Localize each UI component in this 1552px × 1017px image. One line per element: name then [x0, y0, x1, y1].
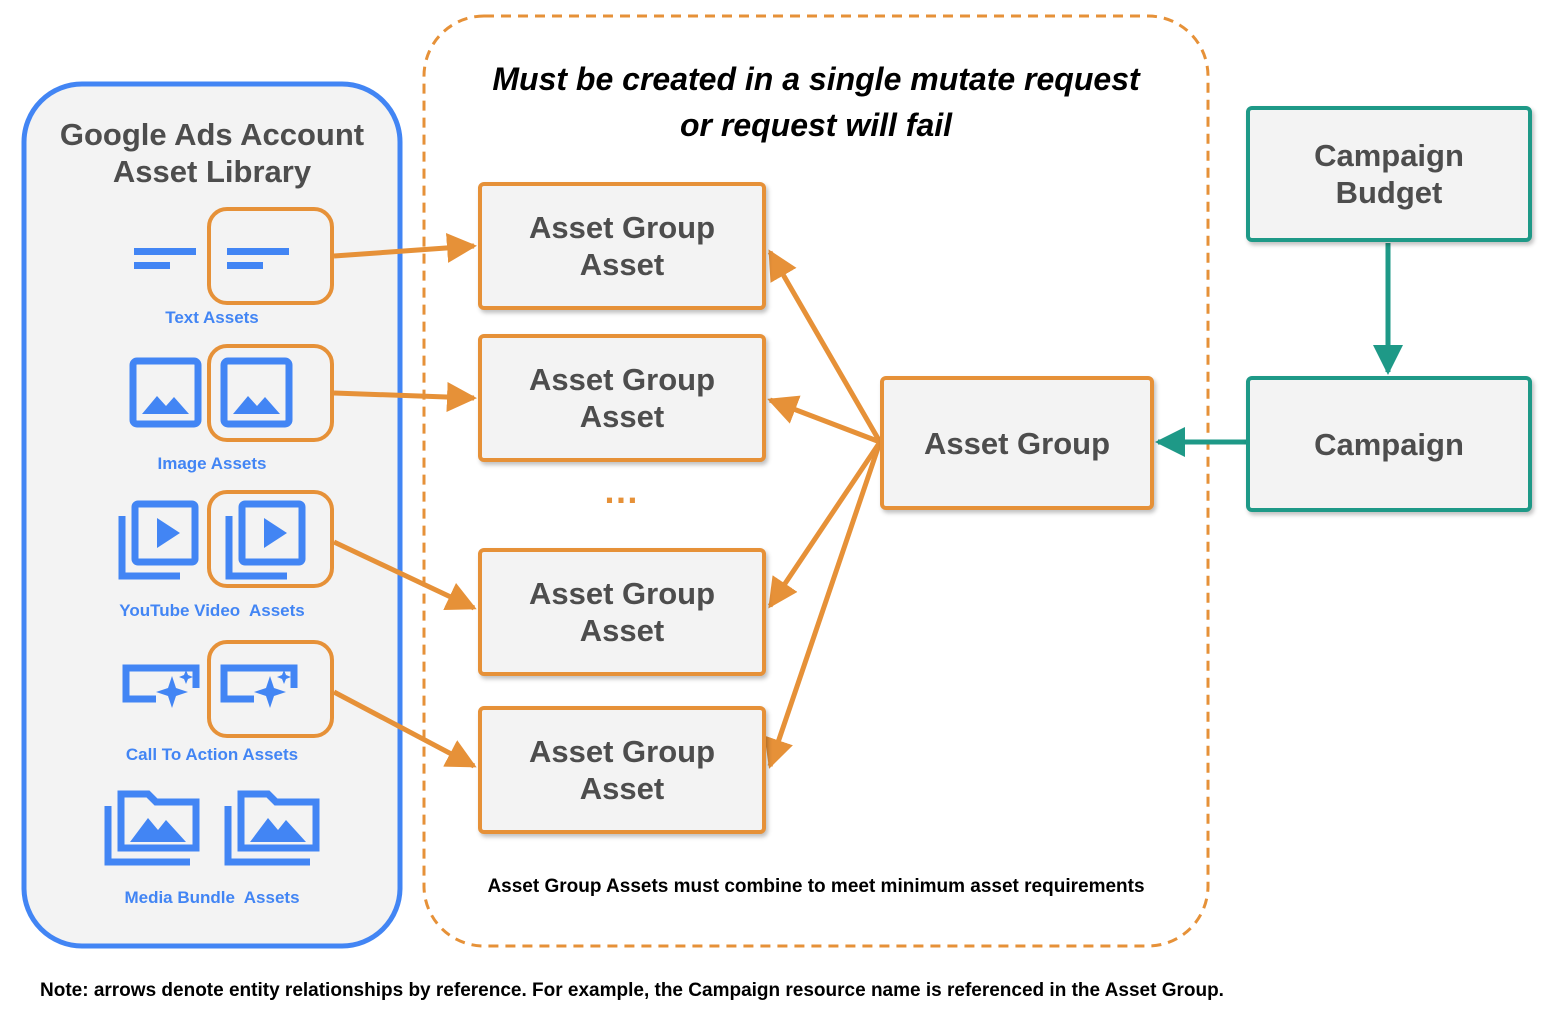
asset-library-title-line2: Asset Library	[112, 154, 312, 189]
node-label: Asset Group	[923, 425, 1111, 461]
node-label-line1: Asset Group	[528, 210, 716, 245]
video-library-icon	[118, 500, 199, 580]
asset-group-asset-node-2: Asset Group Asset	[478, 334, 766, 462]
edge-text-asset-to-asset-group-asset-1	[333, 232, 477, 263]
asset-group-asset-node-3: Asset Group Asset	[478, 548, 766, 676]
mutate-request-title-line1: Must be created in a single mutate reque…	[492, 61, 1140, 97]
node-label-line2: Asset	[579, 399, 665, 434]
edge-asset-group-to-asset-group-asset-1	[767, 249, 883, 444]
more-asset-group-assets-ellipsis: …	[603, 470, 643, 511]
video-library-icon	[225, 500, 306, 580]
asset-group-asset-node-4: Asset Group Asset	[478, 706, 766, 834]
edge-asset-group-to-asset-group-asset-2	[767, 395, 881, 445]
edge-cta-asset-to-asset-group-asset-4	[332, 689, 477, 769]
text-lines-icon	[134, 248, 196, 269]
edge-asset-group-to-asset-group-asset-3	[767, 440, 883, 609]
node-label-line2: Asset	[579, 247, 665, 282]
node-label: Campaign	[1314, 426, 1464, 462]
asset-group-node: Asset Group	[880, 376, 1154, 510]
edge-video-asset-to-asset-group-asset-3	[332, 539, 477, 611]
node-label-line1: Asset Group	[528, 734, 716, 769]
edge-image-asset-to-asset-group-asset-2	[333, 382, 477, 413]
asset-library-title: Google Ads Account Asset Library	[24, 116, 400, 190]
folder-image-icon	[104, 790, 200, 866]
minimum-asset-requirements-note: Asset Group Assets must combine to meet …	[487, 876, 1145, 897]
node-label-line2: Asset	[579, 613, 665, 648]
text-assets-label: Text Assets	[165, 308, 259, 327]
selected-cta-asset-frame	[207, 640, 334, 738]
image-icon	[129, 357, 202, 428]
youtube-video-assets-label: YouTube Video Assets	[119, 601, 305, 620]
campaign-budget-node: Campaign Budget	[1246, 106, 1532, 242]
node-label-line1: Asset Group	[528, 362, 716, 397]
edge-asset-group-to-asset-group-asset-4	[764, 441, 883, 769]
campaign-node: Campaign	[1246, 376, 1532, 512]
selected-image-asset-frame	[207, 344, 334, 442]
call-to-action-assets-label: Call To Action Assets	[125, 745, 299, 764]
selected-video-asset-frame	[207, 490, 334, 588]
folder-image-icon	[224, 790, 320, 866]
node-label-line2: Budget	[1335, 175, 1443, 210]
selected-text-asset-frame	[207, 207, 334, 305]
asset-library-panel	[21, 81, 403, 949]
mutate-request-title: Must be created in a single mutate reque…	[426, 56, 1206, 148]
call-to-action-icon	[122, 664, 200, 708]
node-label-line1: Campaign	[1314, 138, 1464, 173]
image-icon	[220, 357, 293, 428]
call-to-action-icon	[220, 664, 298, 708]
asset-group-asset-node-1: Asset Group Asset	[478, 182, 766, 310]
node-label-line1: Asset Group	[528, 576, 716, 611]
media-bundle-assets-label: Media Bundle Assets	[124, 888, 300, 907]
text-lines-icon	[227, 248, 289, 269]
image-assets-label: Image Assets	[157, 454, 267, 473]
footnote: Note: arrows denote entity relationships…	[40, 980, 1224, 1001]
mutate-request-title-line2: or request will fail	[679, 107, 953, 143]
asset-library-title-line1: Google Ads Account	[59, 117, 365, 152]
node-label-line2: Asset	[579, 771, 665, 806]
